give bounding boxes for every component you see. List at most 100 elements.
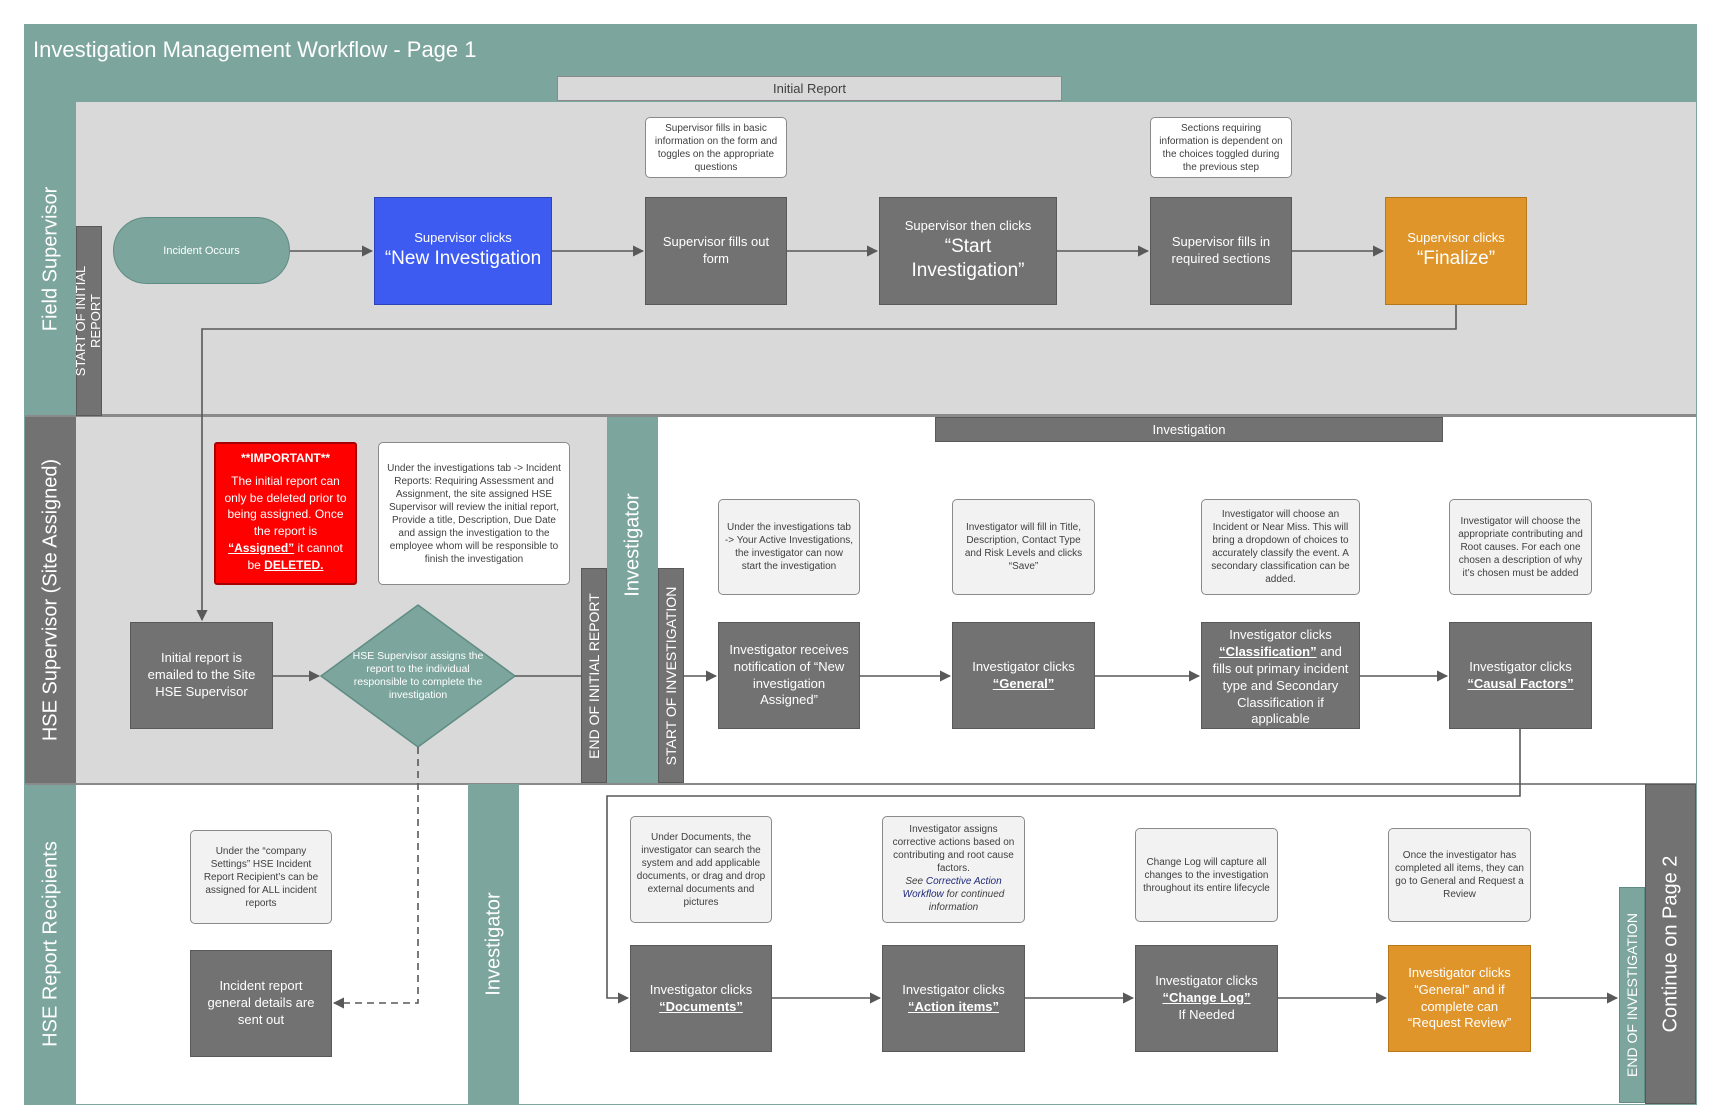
corrective-action-workflow-link[interactable]: Corrective Action Workflow xyxy=(902,876,1002,900)
note-incident-classification: Investigator will choose an Incident or … xyxy=(1201,499,1360,595)
important-text-a: The initial report can only be deleted p… xyxy=(224,473,347,539)
note-requiring-assessment: Under the investigations tab -> Incident… xyxy=(378,442,570,585)
note-company-settings-text: Under the “company Settings” HSE Inciden… xyxy=(203,845,319,909)
note-requiring-assessment-text: Under the investigations tab -> Incident… xyxy=(387,462,561,565)
note-active-investigations-text: Under the investigations tab -> Your Act… xyxy=(724,522,854,572)
start-investigation-step: Supervisor then clicks “Start Investigat… xyxy=(879,197,1057,305)
sent-out-label: Incident report general details are sent… xyxy=(207,978,315,1027)
finalize-label: “Finalize” xyxy=(1416,248,1496,270)
change-log-link: “Change Log” xyxy=(1162,990,1251,1006)
note-active-investigations: Under the investigations tab -> Your Act… xyxy=(718,499,860,595)
finalize-step: Supervisor clicks “Finalize” xyxy=(1385,197,1527,305)
classification-link: “Classification” xyxy=(1219,643,1317,659)
lane-investigator-upper: Investigator xyxy=(607,417,658,783)
phase-initial-report: Initial Report xyxy=(557,76,1062,101)
causal-factors-link: “Causal Factors” xyxy=(1467,675,1574,691)
important-head: **IMPORTANT** xyxy=(240,451,331,465)
important-text-c: it cannot be xyxy=(247,540,343,572)
start-investigation-label: “Start Investigation” xyxy=(911,235,1025,282)
fill-sections-step: Supervisor fills in required sections xyxy=(1150,197,1292,305)
action-items-link: “Action items” xyxy=(907,998,999,1014)
note-title-description: Investigator will fill in Title, Descrip… xyxy=(952,499,1095,595)
note-action-items: Investigator assigns corrective actions … xyxy=(882,816,1025,923)
lane-hse-recipients: HSE Report Recipients xyxy=(25,784,76,1104)
note-action-items-see: See xyxy=(905,876,926,887)
receives-notification-step: Investigator receives notification of “N… xyxy=(718,622,860,729)
note-sections-dependent: Sections requiring information is depend… xyxy=(1150,117,1292,178)
note-change-log: Change Log will capture all changes to t… xyxy=(1135,828,1278,922)
finalize-pre: Supervisor clicks xyxy=(1407,230,1505,246)
fill-sections-label: Supervisor fills in required sections xyxy=(1171,234,1271,266)
general-step: Investigator clicks “General” xyxy=(952,622,1095,729)
action-items-step: Investigator clicks “Action items” xyxy=(882,945,1025,1052)
request-review-step: Investigator clicks “General” and if com… xyxy=(1388,945,1531,1052)
new-investigation-pre: Supervisor clicks xyxy=(414,230,512,246)
emailed-step: Initial report is emailed to the Site HS… xyxy=(130,622,273,729)
note-causal-factors: Investigator will choose the appropriate… xyxy=(1449,499,1592,595)
causal-factors-pre: Investigator clicks xyxy=(1469,658,1572,674)
sent-out-step: Incident report general details are sent… xyxy=(190,950,332,1057)
fill-form-label: Supervisor fills out form xyxy=(662,234,770,266)
note-request-review-text: Once the investigator has completed all … xyxy=(1395,850,1524,900)
marker-start-initial-report: START OF INITIAL REPORT xyxy=(73,226,103,416)
note-request-review: Once the investigator has completed all … xyxy=(1388,828,1531,922)
lane-divider-1 xyxy=(25,415,1696,417)
important-assigned: “Assigned” xyxy=(228,540,295,555)
important-note: **IMPORTANT** The initial report can onl… xyxy=(214,442,357,585)
start-investigation-pre: Supervisor then clicks xyxy=(904,217,1032,233)
request-review-label: Investigator clicks “General” and if com… xyxy=(1407,964,1512,1031)
note-action-items-text-b: for continued information xyxy=(928,889,1005,913)
note-basic-info: Supervisor fills in basic information on… xyxy=(645,117,787,178)
general-link: “General” xyxy=(992,675,1055,691)
phase-investigation-label: Investigation xyxy=(1152,422,1226,437)
note-company-settings: Under the “company Settings” HSE Inciden… xyxy=(190,830,332,924)
documents-step: Investigator clicks “Documents” xyxy=(630,945,772,1052)
emailed-label: Initial report is emailed to the Site HS… xyxy=(147,650,256,699)
page-title: Investigation Management Workflow - Page… xyxy=(25,25,1696,75)
lane-field-supervisor: Field Supervisor xyxy=(25,102,76,416)
note-basic-info-text: Supervisor fills in basic information on… xyxy=(654,122,778,173)
phase-initial-report-label: Initial Report xyxy=(773,81,846,96)
important-deleted: DELETED. xyxy=(264,557,324,572)
lane-divider-2 xyxy=(25,783,1696,785)
marker-end-initial-report: END OF INITIAL REPORT xyxy=(581,568,607,783)
classification-pre: Investigator clicks xyxy=(1229,627,1332,642)
marker-start-investigation: START OF INVESTIGATION xyxy=(658,568,684,783)
action-items-pre: Investigator clicks xyxy=(902,981,1005,997)
note-documents-text: Under Documents, the investigator can se… xyxy=(636,831,766,908)
change-log-post: If Needed xyxy=(1178,1006,1235,1022)
note-causal-factors-text: Investigator will choose the appropriate… xyxy=(1458,515,1583,579)
arrow-finalize-to-emailed xyxy=(196,305,1457,622)
marker-continue-page-2: Continue on Page 2 xyxy=(1645,784,1696,1104)
incident-occurs-node: Incident Occurs xyxy=(113,217,290,284)
classification-step: Investigator clicks “Classification” and… xyxy=(1201,622,1360,729)
arrow-assign-to-recipients xyxy=(332,747,419,1009)
note-sections-dependent-text: Sections requiring information is depend… xyxy=(1159,122,1283,173)
note-change-log-text: Change Log will capture all changes to t… xyxy=(1143,856,1270,894)
change-log-pre: Investigator clicks xyxy=(1155,973,1258,989)
note-action-items-text-a: Investigator assigns corrective actions … xyxy=(892,824,1015,874)
general-pre: Investigator clicks xyxy=(972,658,1075,674)
new-investigation-label: “New Investigation xyxy=(384,248,542,270)
change-log-step: Investigator clicks “Change Log” If Need… xyxy=(1135,945,1278,1052)
receives-notification-label: Investigator receives notification of “N… xyxy=(729,641,849,708)
assign-decision-text: HSE Supervisor assigns the report to the… xyxy=(352,650,484,702)
page-title-text: Investigation Management Workflow - Page… xyxy=(33,37,477,62)
note-title-description-text: Investigator will fill in Title, Descrip… xyxy=(964,522,1083,572)
classification-post: and fills out primary incident type and … xyxy=(1212,643,1349,727)
arrow-causal-to-documents xyxy=(606,729,1521,1004)
lane-investigator-lower: Investigator xyxy=(468,784,519,1104)
documents-link: “Documents” xyxy=(659,998,743,1014)
lane-hse-supervisor: HSE Supervisor (Site Assigned) xyxy=(25,417,76,783)
note-incident-classification-text: Investigator will choose an Incident or … xyxy=(1211,509,1350,585)
marker-end-investigation: END OF INVESTIGATION xyxy=(1619,887,1645,1103)
phase-investigation: Investigation xyxy=(935,417,1443,442)
new-investigation-step: Supervisor clicks “New Investigation xyxy=(374,197,552,305)
documents-pre: Investigator clicks xyxy=(649,981,753,997)
causal-factors-step: Investigator clicks “Causal Factors” xyxy=(1449,622,1592,729)
incident-occurs-label: Incident Occurs xyxy=(163,244,240,257)
note-documents: Under Documents, the investigator can se… xyxy=(630,816,772,923)
fill-form-step: Supervisor fills out form xyxy=(645,197,787,305)
